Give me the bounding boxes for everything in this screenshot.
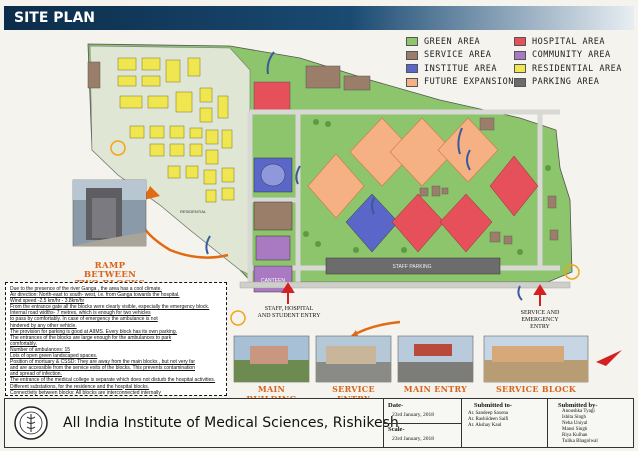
note-line: to pass by comfortably. In case of emerg…: [10, 316, 158, 323]
legend-swatch: [406, 77, 418, 87]
hospital-diamonds: [391, 155, 539, 253]
aiims-logo-icon: [14, 406, 48, 440]
entry-arrow: [351, 320, 401, 338]
legend-label: FUTURE EXPANSION: [424, 77, 514, 87]
scale-value: 23rd January, 2018: [392, 436, 434, 442]
title-bar: SITE PLAN: [4, 6, 634, 30]
site-map: CANTEEN STAFF PARKING RESIDENTIAL: [72, 43, 622, 383]
hospital-block-top: [253, 81, 291, 111]
service-block-mid: [253, 201, 293, 231]
note-line: Internal road widths- 7 metres, which is…: [10, 310, 151, 317]
wind-arrows: [205, 51, 523, 301]
service-block-left: [87, 61, 101, 89]
tree-clusters: [303, 119, 551, 255]
photo-service-block: [483, 335, 589, 383]
submitted-by-name: Tulika Bhagolwal: [562, 439, 598, 444]
staff-entry-label: STAFF, HOSPITAL AND STUDENT ENTRY: [257, 306, 321, 319]
date-label: Date-: [388, 402, 404, 409]
staff-parking: [325, 257, 501, 275]
legend-swatch: [406, 50, 418, 60]
note-line: The provision for parking is good at AII…: [10, 328, 178, 335]
page-title: SITE PLAN: [14, 10, 96, 26]
note-line: Air direction: North-east to south- west…: [10, 292, 180, 299]
service-entry-label: SERVICE AND EMERGENCY ENTRY: [520, 310, 560, 330]
legend-label: INSTITUE AREA: [424, 63, 498, 74]
service-block-top: [305, 65, 341, 89]
sun-symbols: [110, 140, 580, 326]
legend-swatch: [514, 50, 526, 60]
submitted-by-name: Riya Kulhan: [562, 433, 588, 438]
institute-block-1: [253, 157, 293, 193]
canteen-label: CANTEEN: [261, 278, 285, 284]
legend-label: RESIDENTIAL AREA: [532, 63, 622, 74]
note-line: The entrance of the medical college is s…: [10, 377, 216, 384]
legend-label: GREEN AREA: [424, 36, 481, 47]
date-value: 23rd January, 2018: [392, 412, 434, 418]
note-line: comfortably.: [10, 340, 37, 347]
note-line: From the entrance gate all the blocks we…: [10, 304, 210, 311]
submitted-to-name: Ar. Akshay Kaul: [468, 423, 502, 428]
service-block-photo-label: SERVICE BLOCK: [495, 384, 576, 394]
institute-name: All India Institute of Medical Sciences,…: [63, 415, 399, 431]
submitted-by-name: Mansi Singh: [562, 427, 588, 432]
community-block: [255, 235, 291, 261]
submitted-by-name: Anoushka Tyagi: [562, 409, 595, 414]
staff-parking-label: STAFF PARKING: [393, 264, 432, 270]
legend-label: HOSPITAL AREA: [532, 36, 606, 47]
note-line: hindered by any other vehicle.: [10, 322, 77, 329]
photo-main-entry: [397, 335, 474, 383]
legend-label: SERVICE AREA: [424, 50, 492, 60]
note-line: Connectivity between blocks: All blocks …: [10, 389, 161, 396]
service-block-top-2: [343, 75, 371, 91]
title-block: All India Institute of Medical Sciences,…: [4, 398, 634, 448]
legend-label: COMMUNITY AREA: [532, 50, 611, 60]
legend-swatch: [406, 64, 418, 73]
submitted-by-name: Neha Uniyal: [562, 421, 588, 426]
future-expansion: [307, 117, 499, 219]
north-arrow: [596, 350, 622, 366]
residential-blocks: [117, 57, 235, 203]
legend-swatch: [514, 64, 526, 73]
note-line: The entrances of the blocks are large en…: [10, 334, 172, 341]
note-line: Wind speed -2.5 km/hr - 3.8km/hr: [10, 298, 85, 305]
note-line: Due to the presence of the river Ganga ,…: [10, 286, 162, 292]
submitted-to-name: Ar. Rashiideen Saifi: [468, 417, 509, 422]
institute-dome: [260, 163, 286, 187]
institute-diamond: [345, 193, 399, 253]
date-scale-cell: Date- 23rd January, 2018 Scale- 23rd Jan…: [383, 399, 461, 447]
note-line: and are accessible from the service exit…: [10, 365, 195, 372]
legend: GREEN AREA HOSPITAL AREA SERVICE AREA COMMU…: [402, 34, 624, 90]
submitted-by-label: Submitted by-: [558, 402, 598, 409]
submitted-by-name: Ishita Singh: [562, 415, 587, 420]
main-road: [239, 281, 571, 289]
submitted-to-label: Submitted to-: [474, 402, 513, 409]
legend-swatch: [514, 37, 526, 46]
note-line: Different substations, for the residence…: [10, 383, 150, 390]
note-line: and spread of infection.: [10, 371, 62, 378]
legend-label: PARKING AREA: [532, 77, 600, 87]
photo-ramp-between-blocks: [72, 179, 147, 247]
site-notes: Due to the presence of the river Ganga ,…: [5, 282, 227, 396]
note-line: Position of mortuary & CSSD: They are aw…: [10, 359, 195, 366]
entry-markers: [281, 282, 547, 306]
photo-main-building: [233, 335, 310, 383]
ramp-arrow-head: [144, 186, 160, 200]
note-line: Number of ambulances: 15: [10, 346, 71, 353]
submitted-to-name: Ar. Sandeep Saxena: [468, 411, 509, 416]
main-entry-photo-label: MAIN ENTRY: [403, 384, 468, 394]
residential-label: RESIDENTIAL: [180, 209, 207, 214]
service-small-blocks: [419, 117, 559, 245]
legend-swatch: [406, 37, 418, 46]
note-line: Lots of open green landscaped spaces.: [10, 353, 98, 360]
scale-label: Scale-: [388, 426, 405, 433]
photo-service-entry: [315, 335, 392, 383]
legend-swatch: [514, 77, 526, 87]
